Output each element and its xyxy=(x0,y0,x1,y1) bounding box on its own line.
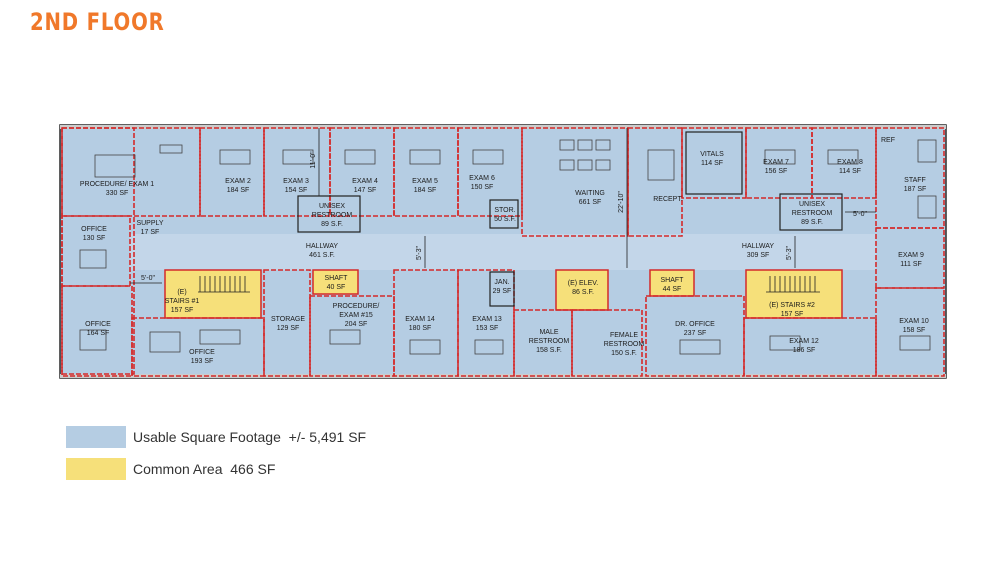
dimension-lines xyxy=(130,128,876,284)
elevator-area xyxy=(555,269,609,311)
dim-22-10: 22'-10" xyxy=(618,191,625,213)
furniture xyxy=(79,139,937,355)
legend-common-label: Common Area xyxy=(133,461,223,477)
room-jan: JAN.29 SF xyxy=(493,279,512,295)
hallway-1-area xyxy=(130,234,646,270)
stairs-1-treads xyxy=(198,276,250,293)
legend-common-value: 466 SF xyxy=(230,461,276,477)
legend-usable: Usable Square Footage +/- 5,491 SF xyxy=(66,426,366,448)
room-ref: REF xyxy=(881,137,895,144)
page-title: 2ND FLOOR xyxy=(30,8,165,36)
hallway-2-area xyxy=(646,234,876,270)
legend-common-swatch xyxy=(66,458,126,480)
restroom-1-box xyxy=(297,195,361,233)
stor-box xyxy=(489,199,519,229)
dim-5-3-right: 5'-3" xyxy=(786,246,793,260)
vitals-box xyxy=(685,131,743,195)
legend-common: Common Area 466 SF xyxy=(66,458,275,480)
dim-5-0-right: 5'-0" xyxy=(853,211,867,218)
legend-usable-label: Usable Square Footage xyxy=(133,429,281,445)
top-wall xyxy=(60,125,946,129)
room-recept: RECEPT. xyxy=(653,196,683,203)
jan-box xyxy=(489,271,515,307)
dim-5-0-left: 5'-0" xyxy=(141,275,155,282)
restroom-2-box xyxy=(779,193,843,231)
stairs-2-treads xyxy=(766,276,820,293)
shaft-2-area xyxy=(649,269,695,297)
room-elev: (E) ELEV.86 S.F. xyxy=(568,280,599,296)
usable-boundaries xyxy=(61,127,945,377)
legend-usable-swatch xyxy=(66,426,126,448)
dim-5-3-left: 5'-3" xyxy=(416,246,423,260)
shaft-1-area xyxy=(312,269,359,295)
dim-11-0: 11'-0" xyxy=(310,151,317,169)
stairs-2-area xyxy=(745,269,843,319)
legend-usable-value: +/- 5,491 SF xyxy=(288,429,367,445)
room-stor: STOR.50 S.F. xyxy=(494,207,516,223)
